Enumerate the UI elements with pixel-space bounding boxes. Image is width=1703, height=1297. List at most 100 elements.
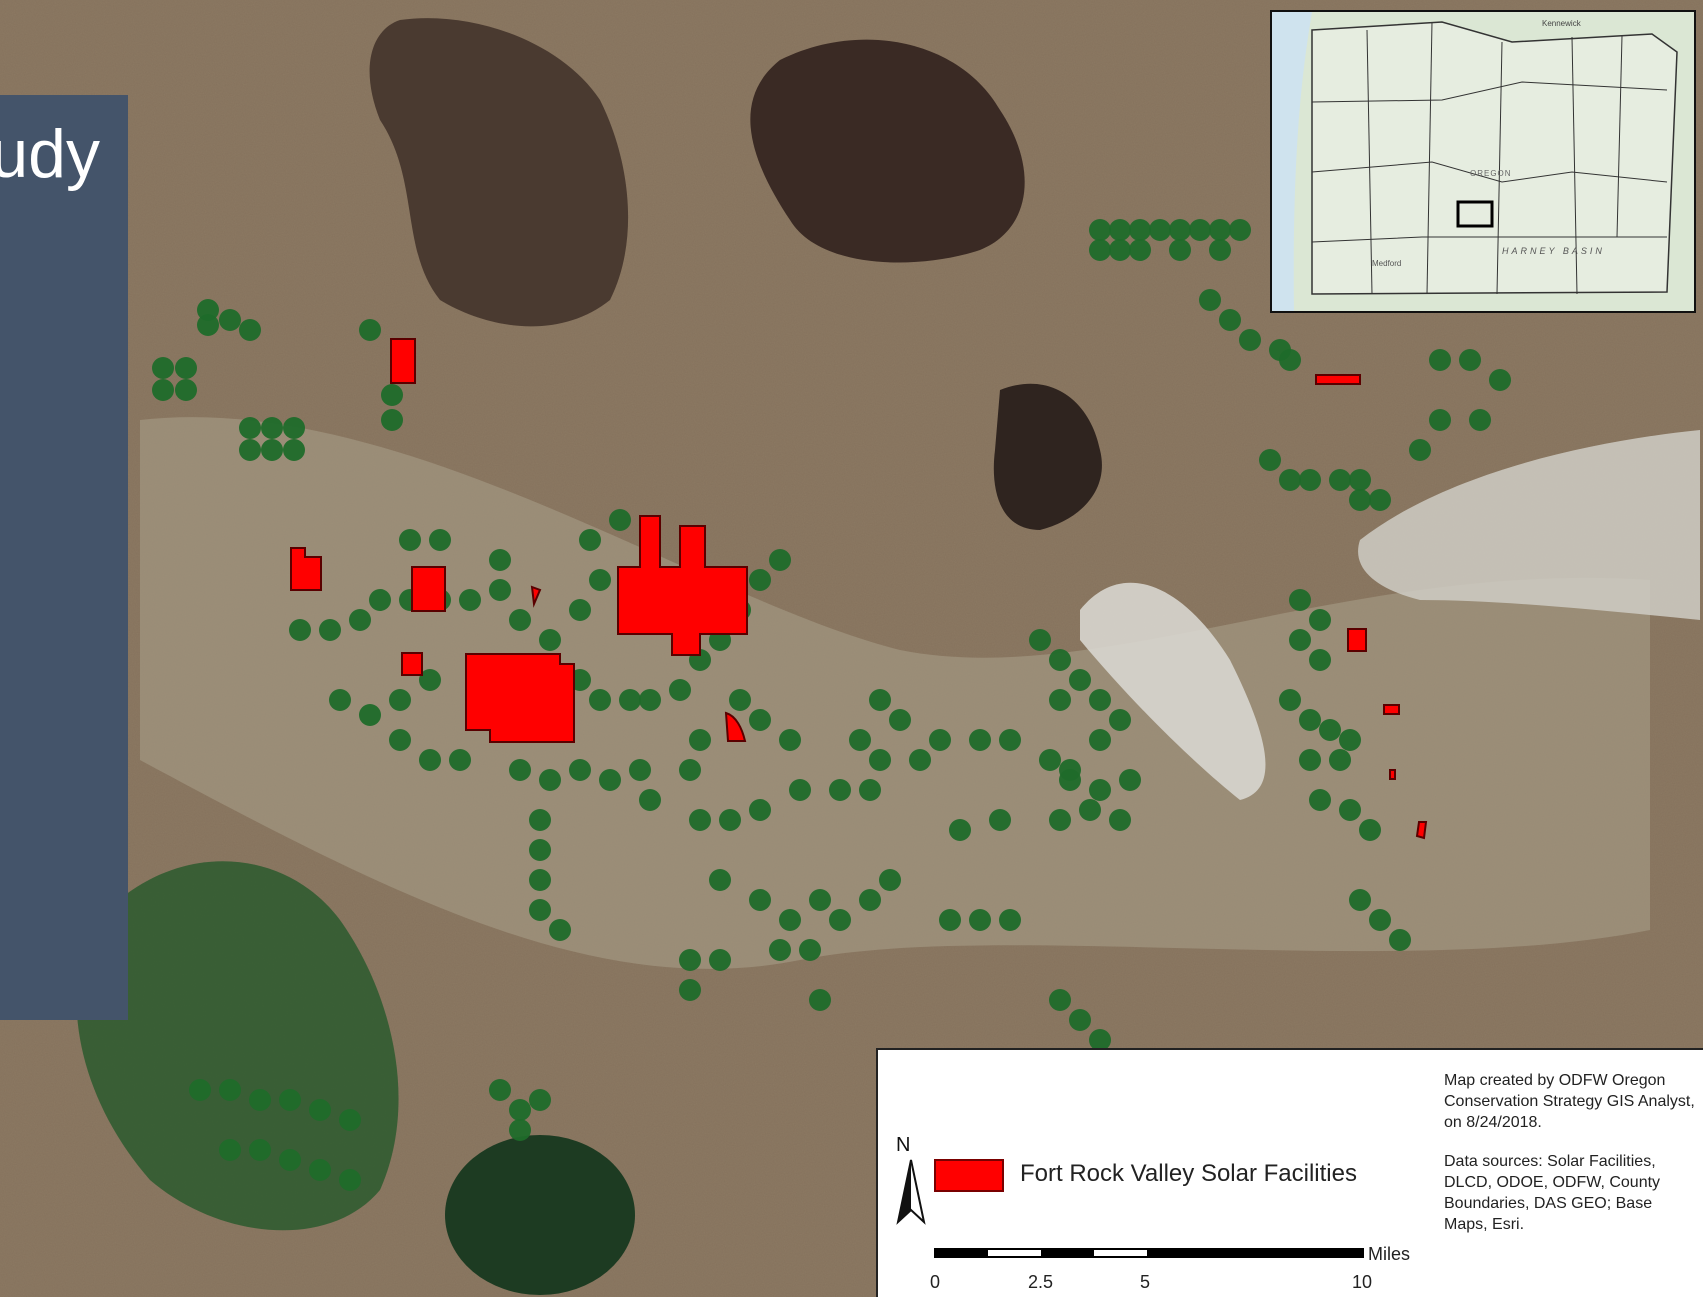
irrigation-circle	[489, 579, 511, 601]
irrigation-circle	[1299, 469, 1321, 491]
irrigation-circle	[1129, 219, 1151, 241]
irrigation-circle	[639, 689, 661, 711]
irrigation-circle	[599, 769, 621, 791]
scale-tick: 0	[930, 1272, 941, 1292]
irrigation-circle	[1359, 819, 1381, 841]
irrigation-circle	[539, 769, 561, 791]
oregon-locator-map: Kennewick HARNEY BASIN OREGON Medford	[1272, 12, 1694, 311]
irrigation-circle	[989, 809, 1011, 831]
irrigation-circle	[889, 709, 911, 731]
irrigation-circle	[1339, 799, 1361, 821]
irrigation-circle	[1299, 709, 1321, 731]
irrigation-circle	[1049, 809, 1071, 831]
irrigation-circle	[1309, 649, 1331, 671]
irrigation-circle	[529, 809, 551, 831]
irrigation-circle	[729, 689, 751, 711]
irrigation-circle	[1149, 219, 1171, 241]
irrigation-circle	[679, 759, 701, 781]
irrigation-circle	[529, 839, 551, 861]
irrigation-circle	[1049, 649, 1071, 671]
irrigation-circle	[1309, 609, 1331, 631]
irrigation-circle	[1229, 219, 1251, 241]
irrigation-circle	[749, 569, 771, 591]
irrigation-circle	[369, 589, 391, 611]
irrigation-circle	[175, 357, 197, 379]
irrigation-circle	[1209, 219, 1231, 241]
solar-facility	[724, 711, 747, 742]
irrigation-circle	[1309, 789, 1331, 811]
title-panel: udy	[0, 95, 128, 1020]
irrigation-circle	[1329, 469, 1351, 491]
irrigation-circle	[929, 729, 951, 751]
irrigation-circle	[809, 889, 831, 911]
irrigation-circle	[1409, 439, 1431, 461]
legend-label-solar: Fort Rock Valley Solar Facilities	[1020, 1160, 1357, 1187]
ocean	[1272, 12, 1312, 311]
irrigation-circle	[261, 417, 283, 439]
irrigation-circle	[1129, 239, 1151, 261]
irrigation-circle	[859, 889, 881, 911]
irrigation-circle	[779, 729, 801, 751]
irrigation-circle	[1259, 449, 1281, 471]
irrigation-circle	[1069, 1009, 1091, 1031]
irrigation-circle	[539, 629, 561, 651]
irrigation-circle	[1059, 769, 1081, 791]
irrigation-circle	[1389, 929, 1411, 951]
scale-tick: 5	[1140, 1272, 1151, 1292]
irrigation-circle	[449, 749, 471, 771]
irrigation-circle	[1109, 809, 1131, 831]
irrigation-circle	[549, 919, 571, 941]
irrigation-circle	[769, 549, 791, 571]
irrigation-circle	[789, 779, 811, 801]
irrigation-circle	[349, 609, 371, 631]
irrigation-circle	[381, 384, 403, 406]
irrigation-circle	[219, 309, 241, 331]
irrigation-circle	[949, 819, 971, 841]
irrigation-circle	[152, 357, 174, 379]
irrigation-circle	[1089, 689, 1111, 711]
legend-swatch-solar	[934, 1159, 1004, 1192]
inset-label-region: HARNEY BASIN	[1502, 246, 1605, 256]
irrigation-circle	[329, 689, 351, 711]
north-label: N	[896, 1134, 911, 1156]
irrigation-circle	[319, 619, 341, 641]
irrigation-circle	[529, 899, 551, 921]
irrigation-circle	[239, 319, 261, 341]
irrigation-circle	[689, 729, 711, 751]
irrigation-circle	[749, 889, 771, 911]
irrigation-circle	[709, 949, 731, 971]
lake	[445, 1135, 635, 1295]
irrigation-circle	[1289, 589, 1311, 611]
irrigation-circle	[619, 689, 641, 711]
irrigation-circle	[283, 439, 305, 461]
irrigation-circle	[669, 679, 691, 701]
irrigation-circle	[1109, 239, 1131, 261]
irrigation-circle	[1169, 219, 1191, 241]
irrigation-circle	[389, 689, 411, 711]
irrigation-circles	[152, 219, 1511, 1191]
irrigation-circle	[197, 299, 219, 321]
irrigation-circle	[609, 509, 631, 531]
irrigation-circle	[1189, 219, 1211, 241]
irrigation-circle	[859, 779, 881, 801]
credits-author: Map created by ODFW Oregon Conservation …	[1444, 1072, 1695, 1131]
irrigation-circle	[909, 749, 931, 771]
irrigation-circle	[779, 909, 801, 931]
slide-title-fragment: udy	[0, 116, 100, 192]
credits-data-sources: Data sources: Solar Facilities, DLCD, OD…	[1444, 1153, 1661, 1233]
irrigation-circle	[189, 1079, 211, 1101]
irrigation-circle	[969, 909, 991, 931]
irrigation-circle	[309, 1099, 331, 1121]
irrigation-circle	[1349, 469, 1371, 491]
irrigation-circle	[1289, 629, 1311, 651]
irrigation-circle	[799, 939, 821, 961]
irrigation-circle	[1459, 349, 1481, 371]
solar-facility	[411, 566, 446, 612]
irrigation-circle	[1489, 369, 1511, 391]
irrigation-circle	[1279, 469, 1301, 491]
lava-flow-north	[750, 39, 1025, 263]
solar-facility	[465, 653, 575, 743]
solar-facility	[401, 652, 423, 676]
irrigation-circle	[175, 379, 197, 401]
lava-flow-northwest	[369, 18, 629, 327]
